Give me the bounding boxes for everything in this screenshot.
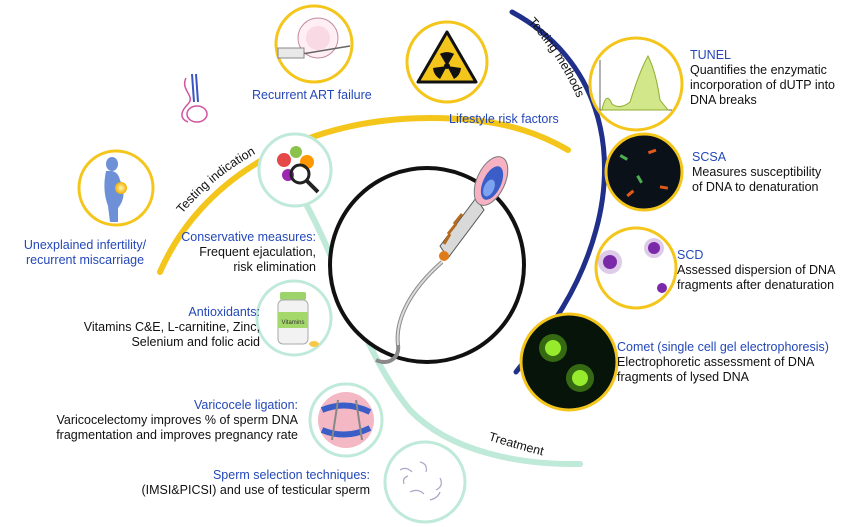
scd-text: SCD Assessed dispersion of DNA fragments… [677, 248, 835, 293]
comet-text: Comet (single cell gel electrophoresis) … [617, 340, 829, 385]
comet-line-1: Electrophoretic assessment of DNA [617, 355, 815, 369]
tunel-text: TUNEL Quantifies the enzymatic incorpora… [690, 48, 835, 108]
conservative-circle [257, 132, 333, 208]
antioxidants-text: Antioxidants: Vitamins C&E, L-carnitine,… [20, 305, 260, 350]
tunel-circle [588, 36, 684, 132]
conservative-title: Conservative measures: [181, 230, 316, 244]
infertility-circle [77, 149, 155, 227]
antioxidants-circle [255, 279, 333, 357]
scd-circle [594, 226, 678, 310]
tunel-line-2: incorporation of dUTP into [690, 78, 835, 92]
art-failure-label: Recurrent ART failure [252, 88, 372, 102]
scd-line-1: Assessed dispersion of DNA [677, 263, 836, 277]
scd-line-2: fragments after denaturation [677, 278, 835, 292]
varicocele-title: Varicocele ligation: [194, 398, 298, 412]
infertility-line-1: Unexplained infertility/ [23, 238, 147, 252]
scsa-line-1: Measures susceptibility [692, 165, 822, 179]
varicocele-text: Varicocele ligation: Varicocelectomy imp… [20, 398, 298, 443]
indication-arc [157, 114, 571, 275]
antioxidants-line-2: Selenium and folic acid [131, 335, 260, 349]
scd-title: SCD [677, 248, 704, 262]
conservative-text: Conservative measures: Frequent ejaculat… [150, 230, 316, 275]
testis-sketch [181, 73, 208, 123]
infertility-line-2: recurrent miscarriage [25, 253, 145, 267]
tunel-line-1: Quantifies the enzymatic [690, 63, 827, 77]
scsa-line-2: of DNA to denaturation [692, 180, 819, 194]
sperm-illustration [375, 156, 509, 365]
scsa-circle [604, 132, 684, 212]
sperm-selection-title: Sperm selection techniques: [212, 468, 370, 482]
sperm-selection-circle [383, 440, 467, 524]
antioxidants-line-1: Vitamins C&E, L-carnitine, Zinc, [83, 320, 260, 334]
conservative-line-2: risk elimination [233, 260, 316, 274]
infertility-label: Unexplained infertility/ recurrent misca… [0, 238, 170, 268]
comet-title: Comet (single cell gel electrophoresis) [617, 340, 829, 354]
lifestyle-label: Lifestyle risk factors [449, 112, 559, 126]
varicocele-circle [308, 382, 384, 458]
varicocele-line-2: fragmentation and improves pregnancy rat… [56, 428, 298, 442]
varicocele-line-1: Varicocelectomy improves % of sperm DNA [56, 413, 298, 427]
testing-indication-label: Testing indication [174, 144, 258, 216]
comet-line-2: fragments of lysed DNA [617, 370, 749, 384]
conservative-line-1: Frequent ejaculation, [199, 245, 316, 259]
tunel-title: TUNEL [690, 48, 731, 62]
scsa-text: SCSA Measures susceptibility of DNA to d… [692, 150, 821, 195]
comet-circle [519, 312, 619, 412]
sperm-selection-line-1: (IMSI&PICSI) and use of testicular sperm [141, 483, 370, 497]
antioxidants-title: Antioxidants: [188, 305, 260, 319]
scsa-title: SCSA [692, 150, 727, 164]
tunel-line-3: DNA breaks [690, 93, 757, 107]
art-failure-circle [274, 4, 354, 84]
lifestyle-circle [405, 20, 489, 104]
testing-methods-label: Testing methods [526, 15, 588, 100]
sperm-selection-text: Sperm selection techniques: (IMSI&PICSI)… [60, 468, 370, 498]
vitamin-bottle-label: Vitamins [282, 320, 305, 326]
